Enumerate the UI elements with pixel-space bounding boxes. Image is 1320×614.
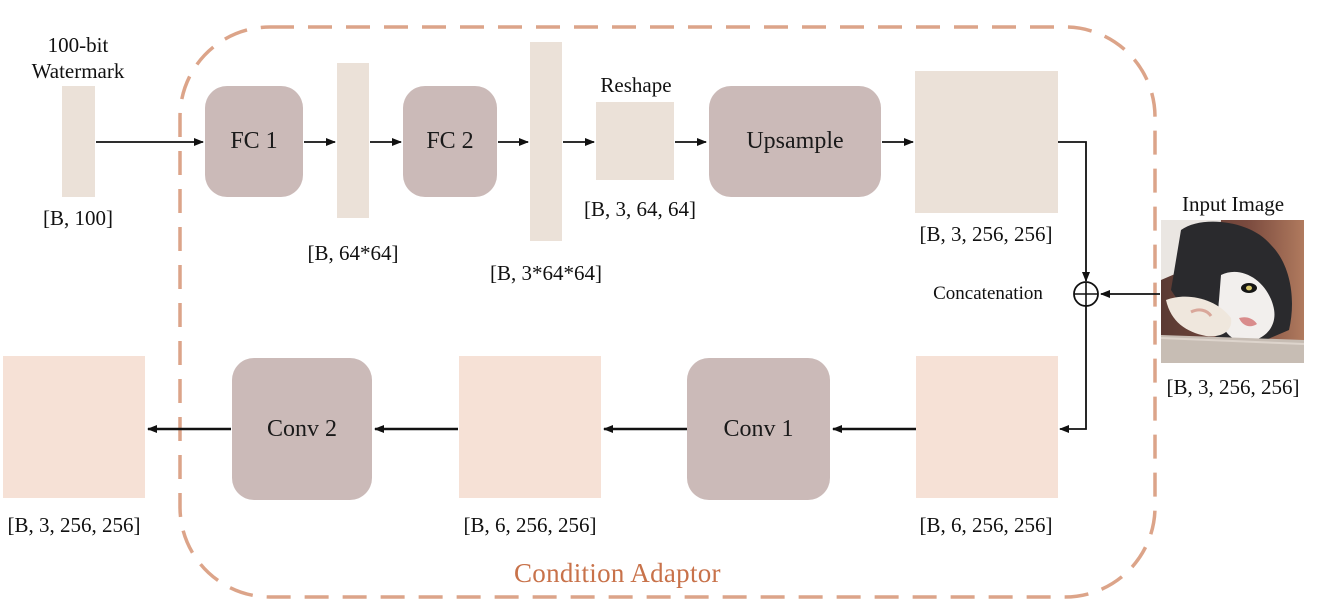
reshape-tensor: [596, 102, 674, 180]
concat-output-tensor: [916, 356, 1058, 498]
fc1-block: FC 1: [205, 86, 303, 197]
final-output-tensor: [3, 356, 145, 498]
conv1-block: Conv 1: [687, 358, 830, 500]
conv1-output-shape: [B, 6, 256, 256]: [463, 513, 597, 537]
input-image-label: Input Image: [1181, 192, 1285, 216]
reshape-label: Reshape: [600, 73, 672, 97]
fc2-block: FC 2: [403, 86, 497, 197]
upsample-output-shape: [B, 3, 256, 256]: [919, 222, 1053, 246]
conv2-label: Conv 2: [266, 415, 337, 442]
condition-adaptor-region: [178, 25, 1157, 599]
condition-adaptor-title: Condition Adaptor: [514, 558, 721, 588]
reshape-shape: [B, 3, 64, 64]: [584, 197, 696, 221]
fc2-output-tensor: [530, 42, 562, 241]
watermark-shape: [B, 100]: [43, 206, 113, 230]
concat-output-shape: [B, 6, 256, 256]: [919, 513, 1053, 537]
conv1-label: Conv 1: [723, 415, 794, 442]
upsample-label: Upsample: [746, 128, 844, 154]
input-image-photo: [1161, 220, 1304, 363]
fc2-label: FC 2: [426, 128, 474, 154]
fc1-output-shape: [B, 64*64]: [307, 241, 399, 265]
conv1-output-tensor: [459, 356, 601, 498]
watermark-title-line1: 100-bit: [47, 33, 109, 57]
input-image-shape: [B, 3, 256, 256]: [1166, 375, 1300, 399]
conv2-block: Conv 2: [232, 358, 372, 500]
fc2-output-shape: [B, 3*64*64]: [490, 261, 602, 285]
concat-label: Concatenation: [933, 283, 1043, 304]
upsample-block: Upsample: [709, 86, 881, 197]
arrow-concat-to-tensor: [1059, 306, 1087, 433]
watermark-title-line2: Watermark: [31, 59, 125, 83]
watermark-tensor: [62, 86, 95, 197]
final-output-shape: [B, 3, 256, 256]: [7, 513, 141, 537]
upsample-output-tensor: [915, 71, 1058, 213]
arrow-upsampled-to-concat: [1058, 141, 1090, 282]
fc1-label: FC 1: [230, 128, 278, 154]
fc1-output-tensor: [337, 63, 369, 218]
